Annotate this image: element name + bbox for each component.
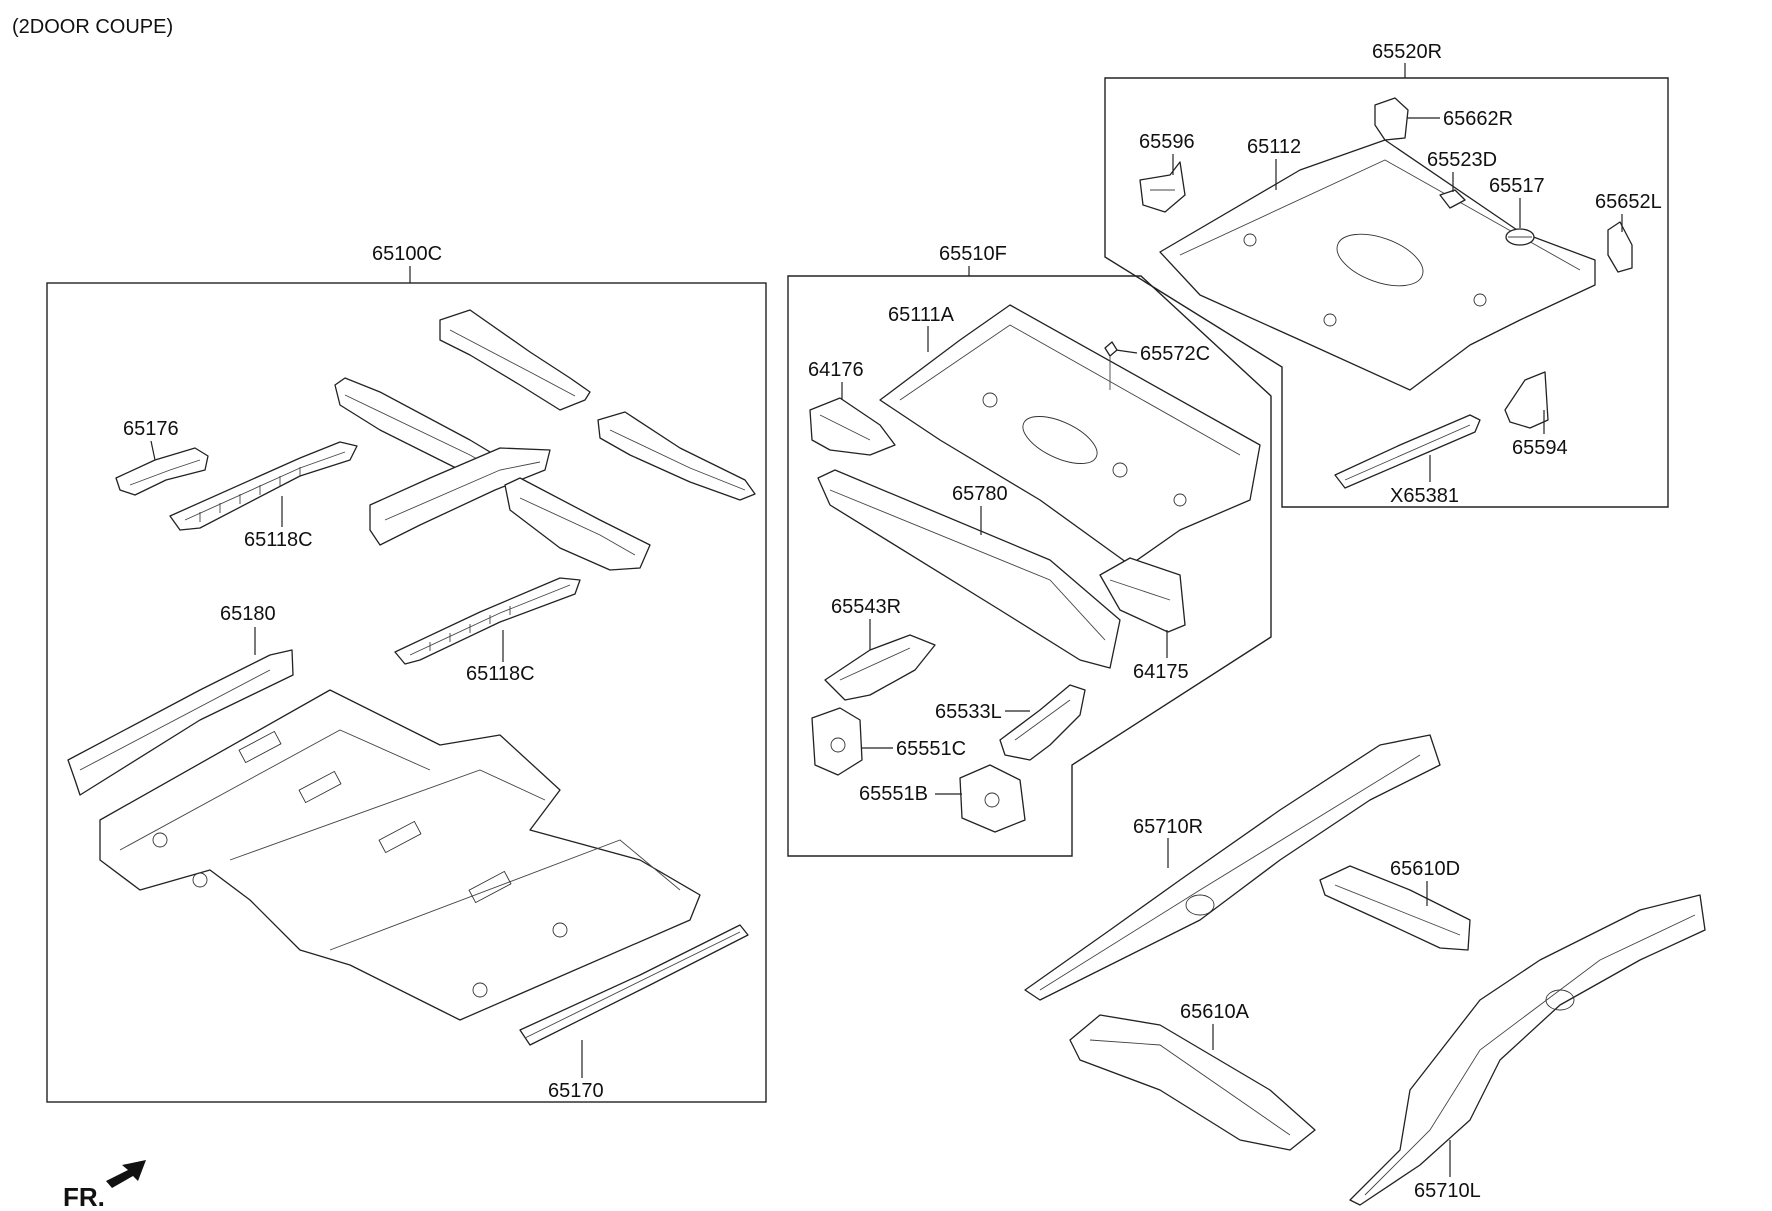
part-label-64176[interactable]: 64176 [808, 359, 864, 381]
part-65710r-drawing [1024, 734, 1441, 1001]
group-frame-65510f [787, 275, 1272, 857]
floor-panel-drawing [99, 689, 701, 1021]
part-65610a-drawing [1069, 1014, 1316, 1151]
part-label-65517[interactable]: 65517 [1489, 175, 1545, 197]
part-65523d-drawing [1439, 189, 1466, 209]
part-65180-drawing [67, 649, 294, 796]
part-label-65543r[interactable]: 65543R [831, 596, 901, 618]
part-65170-drawing [519, 924, 749, 1046]
part-label-65176[interactable]: 65176 [123, 418, 179, 440]
part-65118c-upper-drawing [169, 441, 358, 531]
front-label: FR. [63, 1182, 105, 1211]
part-label-65523d[interactable]: 65523D [1427, 149, 1497, 171]
part-label-65118c-a[interactable]: 65118C [244, 529, 313, 551]
variant-title: (2DOOR COUPE) [12, 16, 173, 38]
part-label-65710r[interactable]: 65710R [1133, 816, 1203, 838]
part-label-65180[interactable]: 65180 [220, 603, 276, 625]
leader-line [150, 440, 156, 461]
part-label-65572c[interactable]: 65572C [1140, 343, 1210, 365]
part-label-65551c[interactable]: 65551C [896, 738, 966, 760]
part-65594-drawing [1504, 371, 1549, 429]
part-label-65594[interactable]: 65594 [1512, 437, 1568, 459]
group-label-65520r[interactable]: 65520R [1372, 41, 1442, 63]
part-label-65118c-b[interactable]: 65118C [466, 663, 535, 685]
part-label-65662r[interactable]: 65662R [1443, 108, 1513, 130]
part-label-65780[interactable]: 65780 [952, 483, 1008, 505]
part-65610d-drawing [1319, 865, 1471, 951]
part-x65381-drawing [1334, 414, 1481, 489]
group-label-65100c[interactable]: 65100C [372, 243, 442, 265]
part-label-65610d[interactable]: 65610D [1390, 858, 1460, 880]
part-65111a-drawing [879, 304, 1261, 566]
group-frame-65100c [46, 282, 767, 1103]
front-arrow-icon [106, 1160, 146, 1188]
part-65551b-drawing [959, 764, 1026, 833]
part-65533l-drawing [999, 684, 1086, 761]
part-label-x65381[interactable]: X65381 [1390, 485, 1459, 507]
part-label-64175[interactable]: 64175 [1133, 661, 1189, 683]
group-label-65510f[interactable]: 65510F [939, 243, 1007, 265]
part-65551c-drawing [811, 707, 863, 776]
part-label-65170[interactable]: 65170 [548, 1080, 604, 1102]
part-65517-drawing [1505, 228, 1535, 246]
part-label-65533l[interactable]: 65533L [935, 701, 1002, 723]
part-label-65610a[interactable]: 65610A [1180, 1001, 1250, 1023]
part-64176-drawing [809, 397, 896, 456]
part-65176-drawing [115, 447, 209, 496]
crossmember-cluster-drawing [334, 309, 756, 571]
part-65710l-drawing [1349, 894, 1706, 1206]
part-65662r-drawing [1374, 97, 1409, 141]
part-label-65112[interactable]: 65112 [1247, 136, 1301, 158]
part-65118c-lower-drawing [394, 577, 581, 665]
part-label-65596[interactable]: 65596 [1139, 131, 1195, 153]
leader-line [1115, 349, 1138, 354]
part-65596-drawing [1139, 161, 1186, 213]
part-64175-drawing [1099, 557, 1186, 633]
group-frame-65520r [1104, 77, 1669, 508]
part-65652l-drawing [1607, 221, 1633, 273]
part-65543r-drawing [824, 634, 936, 701]
part-label-65111a[interactable]: 65111A [888, 304, 955, 326]
part-label-65551b[interactable]: 65551B [859, 783, 928, 805]
part-65780-drawing [817, 469, 1121, 669]
part-label-65710l[interactable]: 65710L [1414, 1180, 1481, 1202]
part-label-65652l[interactable]: 65652L [1595, 191, 1662, 213]
